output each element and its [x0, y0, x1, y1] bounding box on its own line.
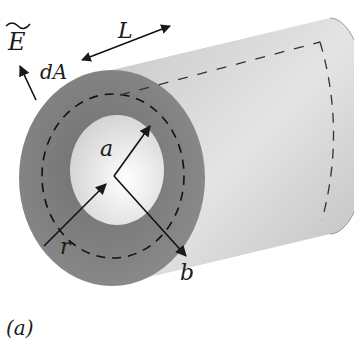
tube-far-edge	[330, 18, 354, 234]
gaussian-surface	[42, 94, 184, 258]
vector-mark	[6, 23, 30, 29]
radius-label: a	[100, 138, 113, 160]
gaussian-surface-end	[320, 42, 334, 220]
figure-label: (a)	[6, 318, 34, 338]
radius-label: b	[180, 262, 194, 284]
gaussian-surface-top	[120, 42, 320, 95]
radius-arrow-b	[114, 176, 186, 256]
tube-face	[19, 70, 205, 286]
area-vector	[20, 66, 36, 100]
field-label: E	[8, 30, 26, 54]
tube-bore	[70, 115, 164, 225]
area-label: dA	[40, 62, 67, 82]
radius-arrow-r	[44, 184, 106, 246]
radius-arrow-a	[114, 126, 150, 176]
length-label: L	[118, 20, 133, 42]
radius-label: r	[60, 236, 71, 258]
